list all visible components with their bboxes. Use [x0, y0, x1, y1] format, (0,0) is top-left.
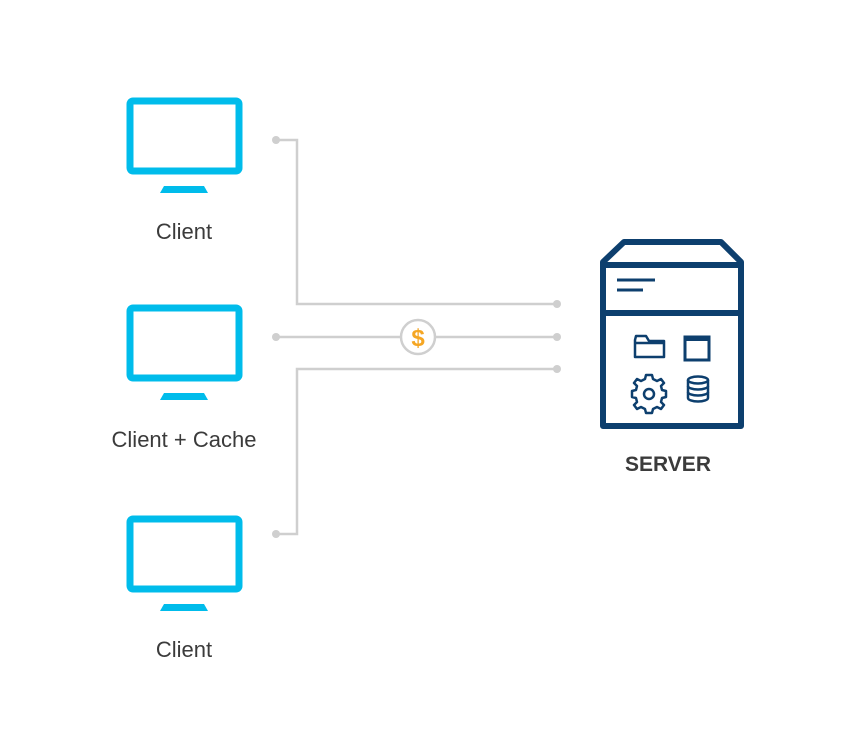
- connection-line-client-3: [276, 367, 557, 536]
- dollar-icon: $: [399, 318, 437, 356]
- monitor-icon: [126, 97, 243, 193]
- dollar-symbol: $: [411, 325, 425, 352]
- window-icon: [683, 335, 711, 362]
- gear-icon: [630, 373, 668, 415]
- monitor-icon: [126, 515, 243, 611]
- server-label: SERVER: [625, 453, 711, 476]
- server-box-icon: [600, 239, 744, 429]
- database-icon: [686, 375, 710, 403]
- connection-endpoints: [272, 136, 561, 538]
- folder-icon: [633, 334, 666, 359]
- connection-line-client-1: [276, 138, 557, 306]
- client-cache-label: Client + Cache: [111, 427, 257, 452]
- client-label: Client: [155, 219, 213, 244]
- client-label: Client: [155, 637, 213, 662]
- monitor-icon: [126, 304, 243, 400]
